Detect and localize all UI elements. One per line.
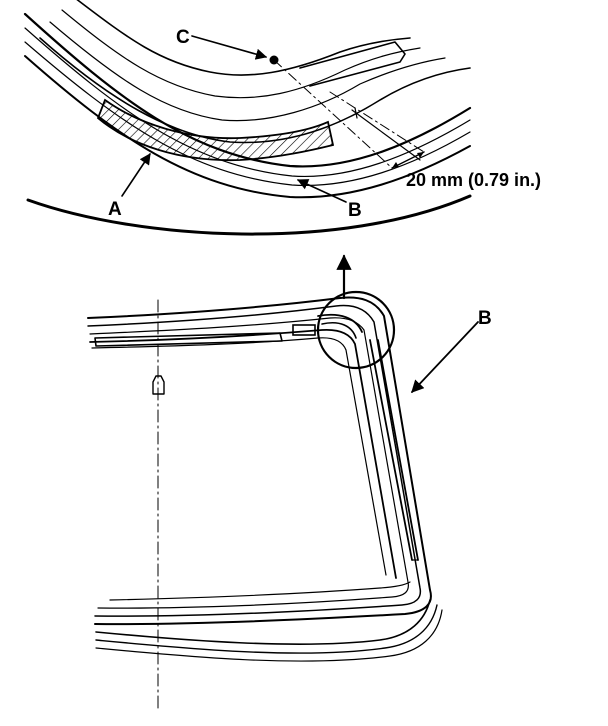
glass-edge-inner <box>91 337 387 576</box>
top-slot-1 <box>94 332 283 347</box>
top-slot-2 <box>292 324 316 336</box>
main-view: B <box>87 290 492 713</box>
label-b-detail: B <box>348 200 362 221</box>
side-molding-strip-1 <box>369 339 413 561</box>
detail-glass-edge-1 <box>76 0 411 76</box>
label-b-main-leader <box>411 321 479 393</box>
detail-boundary-arc <box>26 194 472 236</box>
bottom-edge-1 <box>95 599 431 645</box>
corner-molding-2 <box>321 322 357 339</box>
dimension-label: 20 mm (0.79 in.) <box>406 170 541 190</box>
detail-view: C A B 20 mm (0.79 in.) <box>23 0 541 236</box>
detail-glass-edge-2 <box>61 9 421 99</box>
label-a: A <box>108 199 122 220</box>
top-molding-line-2 <box>87 304 422 617</box>
hatched-area-a <box>96 98 335 162</box>
detail-molding-line-3 <box>24 41 471 187</box>
label-a-leader <box>121 153 151 197</box>
bottom-edge-4 <box>109 581 411 601</box>
detail-spacer-bar <box>299 41 406 87</box>
center-clip-icon <box>152 375 165 395</box>
dimension-extension <box>351 109 421 161</box>
label-b-detail-leader <box>296 179 347 203</box>
dimension-arrow-1 <box>392 162 399 168</box>
magnifier-circle <box>316 290 396 370</box>
bottom-edge-3 <box>95 609 443 662</box>
dimension-tick <box>354 107 358 119</box>
detail-glass-edge-3 <box>49 21 446 122</box>
label-b-main: B <box>478 308 492 329</box>
bottom-edge-2 <box>95 604 438 654</box>
label-c-leader <box>191 35 268 60</box>
top-molding-outer <box>87 296 432 626</box>
detail-molding-line-2 <box>24 27 471 178</box>
detail-molding-inner-line <box>24 55 471 199</box>
glass-edge-outer <box>89 328 397 579</box>
label-c: C <box>176 27 190 48</box>
dimension-arrow-2 <box>417 152 424 158</box>
reference-line-2 <box>329 91 425 153</box>
top-molding-line-3 <box>89 317 409 609</box>
side-molding-strip-2 <box>377 339 419 561</box>
reference-line-c <box>273 59 393 169</box>
detail-molding-outer-line <box>23 12 472 168</box>
corner-molding-1 <box>317 313 363 333</box>
